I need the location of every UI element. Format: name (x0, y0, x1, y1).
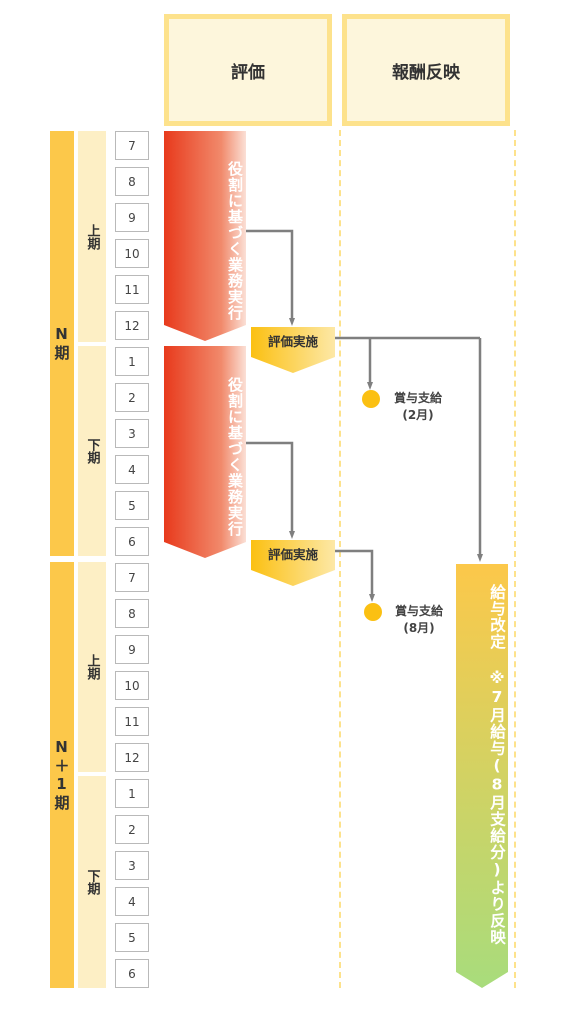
month-cell: 3 (115, 419, 149, 448)
bonus-month: (2月) (402, 408, 434, 422)
month-cell: 2 (115, 383, 149, 412)
month-cell: 2 (115, 815, 149, 844)
month-label: 7 (128, 570, 136, 585)
bonus-dot-icon (362, 390, 380, 408)
month-label: 12 (124, 750, 140, 765)
month-cell: 6 (115, 527, 149, 556)
month-label: 2 (128, 390, 136, 405)
month-label: 5 (128, 930, 136, 945)
month-cell: 9 (115, 203, 149, 232)
role-arrow-shape (164, 346, 246, 558)
month-cell: 5 (115, 491, 149, 520)
header-reward: 報酬反映 (342, 14, 510, 126)
role-execution-label: 役割に基づく業務実行 (226, 161, 244, 321)
half-label: 下期 (84, 438, 100, 464)
month-cell: 5 (115, 923, 149, 952)
half-label: 下期 (84, 869, 100, 895)
arrow-eval2-to-bonus2 (334, 549, 375, 602)
month-cell: 6 (115, 959, 149, 988)
month-label: 8 (128, 174, 136, 189)
header-evaluation: 評価 (164, 14, 332, 126)
period-n-plus-1-label: N＋1期 (52, 738, 71, 812)
month-cell: 4 (115, 887, 149, 916)
month-label: 3 (128, 858, 136, 873)
header-evaluation-label: 評価 (231, 62, 265, 83)
month-cell: 11 (115, 707, 149, 736)
salary-revision-block: 給与改定 ※7月給与(8月支給分)より反映 (456, 564, 508, 988)
evaluation-step-1: 評価実施 (251, 327, 335, 373)
evaluation-column-guide (339, 130, 341, 988)
month-label: 1 (128, 786, 136, 801)
evaluation-label: 評価実施 (267, 547, 318, 562)
month-label: 10 (124, 678, 140, 693)
role-execution-block-1: 役割に基づく業務実行 (164, 131, 246, 341)
salary-revision-label: 給与改定 ※7月給与(8月支給分)より反映 (488, 584, 506, 946)
arrow-role2-to-eval2 (245, 441, 295, 539)
month-label: 8 (128, 606, 136, 621)
header-reward-label: 報酬反映 (392, 62, 460, 83)
half-label: 上期 (84, 654, 100, 680)
role-arrow-shape (164, 131, 246, 341)
bonus-label: 賞与支給 (393, 391, 442, 405)
month-label: 9 (128, 210, 136, 225)
role-execution-label: 役割に基づく業務実行 (226, 377, 244, 537)
bonus-dot-icon (364, 603, 382, 621)
period-n-plus-1: N＋1期 (50, 562, 74, 988)
month-label: 2 (128, 822, 136, 837)
role-execution-block-2: 役割に基づく業務実行 (164, 346, 246, 558)
month-label: 6 (128, 966, 136, 981)
half-n1-second: 下期 (78, 776, 106, 988)
month-cell: 7 (115, 131, 149, 160)
month-label: 10 (124, 246, 140, 261)
half-n-second: 下期 (78, 346, 106, 556)
month-cell: 10 (115, 239, 149, 268)
half-n-first: 上期 (78, 131, 106, 342)
month-label: 11 (124, 282, 140, 297)
month-cell: 1 (115, 779, 149, 808)
period-n: N期 (50, 131, 74, 556)
month-cell: 8 (115, 167, 149, 196)
evaluation-step-2: 評価実施 (251, 540, 335, 586)
salary-revision-shape (456, 564, 508, 988)
evaluation-label: 評価実施 (267, 334, 318, 349)
month-cell: 1 (115, 347, 149, 376)
evaluation-shape (251, 327, 335, 373)
bonus-label: 賞与支給 (394, 604, 443, 618)
half-label: 上期 (84, 223, 100, 250)
arrow-role1-to-eval1 (245, 229, 295, 326)
month-label: 1 (128, 354, 136, 369)
month-cell: 10 (115, 671, 149, 700)
month-label: 6 (128, 534, 136, 549)
month-cell: 7 (115, 563, 149, 592)
month-cell: 12 (115, 743, 149, 772)
period-n-label: N期 (52, 325, 71, 362)
bonus-payment-feb: 賞与支給 (2月) (383, 390, 453, 424)
evaluation-shape (251, 540, 335, 586)
month-label: 5 (128, 498, 136, 513)
month-cell: 4 (115, 455, 149, 484)
month-cell: 12 (115, 311, 149, 340)
half-n1-first: 上期 (78, 562, 106, 772)
month-label: 11 (124, 714, 140, 729)
month-cell: 8 (115, 599, 149, 628)
bonus-month: (8月) (403, 621, 435, 635)
month-label: 4 (128, 462, 136, 477)
month-label: 7 (128, 138, 136, 153)
month-label: 12 (124, 318, 140, 333)
bonus-payment-aug: 賞与支給 (8月) (384, 603, 454, 637)
month-label: 9 (128, 642, 136, 657)
month-label: 3 (128, 426, 136, 441)
month-cell: 11 (115, 275, 149, 304)
month-cell: 3 (115, 851, 149, 880)
month-cell: 9 (115, 635, 149, 664)
reward-column-guide (514, 130, 516, 988)
month-label: 4 (128, 894, 136, 909)
